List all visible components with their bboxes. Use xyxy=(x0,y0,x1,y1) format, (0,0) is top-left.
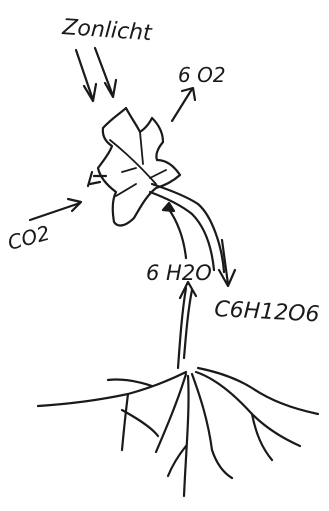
water-to-leaf-line xyxy=(168,208,186,258)
co2-arrow xyxy=(30,199,81,220)
label-glucose-out: C6H12O6 xyxy=(214,297,320,327)
root-center-branch xyxy=(168,446,186,476)
leaf-vein-1 xyxy=(140,132,143,164)
oxygen-arrow-line xyxy=(172,89,192,121)
roots xyxy=(38,368,318,496)
root-left-branch xyxy=(122,410,158,436)
root-right-branch xyxy=(252,414,272,460)
stem xyxy=(150,184,224,272)
root-left-upper xyxy=(108,379,152,386)
leaf-vein-main xyxy=(110,140,156,184)
sunlight-arrow-1 xyxy=(76,50,93,100)
root-right-main xyxy=(196,372,300,446)
stem-left-edge xyxy=(150,192,214,270)
water-from-roots-arrow xyxy=(178,282,196,368)
root-right-top xyxy=(198,368,318,414)
root-left-main xyxy=(38,372,186,406)
water-to-leaf-head xyxy=(163,203,174,211)
oxygen-arrow xyxy=(172,88,195,121)
root-left-down-1 xyxy=(122,394,128,450)
root-mid-left xyxy=(156,374,186,452)
water-to-leaf-arrow xyxy=(163,203,186,258)
leaf-vein-4 xyxy=(150,170,166,178)
label-sunlight: Zonlicht xyxy=(61,15,154,46)
label-water-in: 6 H2O xyxy=(146,261,212,285)
glucose-arrow xyxy=(219,240,235,286)
sunlight-arrows xyxy=(76,48,116,101)
label-oxygen-out: 6 O2 xyxy=(178,63,226,87)
leaf-vein-2 xyxy=(122,168,136,172)
label-co2-in: CO2 xyxy=(5,221,52,255)
leaf-vein-3 xyxy=(116,184,136,196)
root-center xyxy=(184,376,189,496)
sunlight-arrow-2 xyxy=(95,48,113,96)
